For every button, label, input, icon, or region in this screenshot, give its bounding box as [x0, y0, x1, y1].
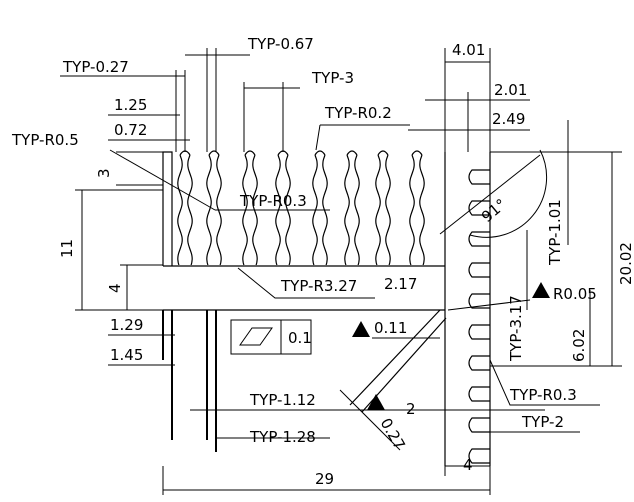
comb-tooth	[468, 169, 490, 185]
label-tolerance-01: 0.1	[288, 329, 312, 347]
fin-left-edge	[206, 154, 212, 266]
comb-tooth	[468, 355, 490, 371]
fin-cap	[244, 150, 256, 156]
dimension-lines	[60, 48, 622, 495]
label-4-bottom: 4	[463, 456, 473, 474]
label-145: 1.45	[110, 346, 143, 364]
comb-teeth	[468, 169, 490, 464]
fin-right-edge	[354, 154, 360, 266]
label-typ-3: TYP-3	[311, 69, 354, 87]
fin-cap	[346, 150, 358, 156]
label-217: 2.17	[384, 275, 417, 293]
label-602: 6.02	[570, 329, 588, 362]
label-typ-128: TYP-1.28	[249, 428, 316, 446]
label-3: 3	[95, 168, 113, 178]
label-401: 4.01	[452, 41, 485, 59]
label-typ-027: TYP-0.27	[62, 58, 129, 76]
comb-tooth	[468, 262, 490, 278]
fin-left-edge	[177, 154, 183, 266]
dimension-labels: TYP-0.67 TYP-0.27 TYP-3 4.01 2.01 TYP-R0…	[11, 35, 634, 488]
comb-tooth	[468, 324, 490, 340]
label-typ-067: TYP-0.67	[247, 35, 314, 53]
fin-right-edge	[385, 154, 391, 266]
comb-tooth	[468, 231, 490, 247]
fin-left-edge	[409, 154, 415, 266]
label-typ-317: TYP-3.17	[507, 295, 525, 362]
flatness-icon	[239, 327, 273, 346]
comb-tooth	[468, 417, 490, 433]
label-typ-r327: TYP-R3.27	[280, 277, 357, 295]
comb-tooth	[468, 448, 490, 464]
comb-tooth	[468, 200, 490, 216]
heatsink-profile	[162, 150, 491, 466]
label-072: 0.72	[114, 121, 147, 139]
label-249: 2.49	[492, 110, 525, 128]
fin-left-edge	[344, 154, 350, 266]
label-2002: 20.02	[617, 242, 634, 285]
triangle-icon	[352, 321, 370, 337]
label-11: 11	[58, 239, 76, 258]
label-2: 2	[406, 400, 416, 418]
fin-right-edge	[419, 154, 425, 266]
comb-tooth	[468, 293, 490, 309]
label-typ-r02: TYP-R0.2	[324, 104, 392, 122]
triangle-icon	[367, 394, 385, 410]
label-129: 1.29	[110, 316, 143, 334]
triangle-icon	[532, 282, 550, 298]
label-29: 29	[315, 470, 334, 488]
fin-cap	[208, 150, 220, 156]
fin-cap	[314, 150, 326, 156]
fin-cap	[411, 150, 423, 156]
label-027-angle: 0.27	[377, 415, 409, 453]
fin-right-edge	[187, 154, 193, 266]
label-011: 0.11	[374, 319, 407, 337]
fin-cap	[377, 150, 389, 156]
label-typ-101: TYP-1.01	[546, 199, 564, 266]
label-typ-2: TYP-2	[521, 413, 564, 431]
label-125: 1.25	[114, 96, 147, 114]
label-typ-r05: TYP-R0.5	[11, 131, 79, 149]
label-r005: R0.05	[553, 285, 597, 303]
label-201: 2.01	[494, 81, 527, 99]
label-typ-r03-a: TYP-R0.3	[239, 192, 307, 210]
label-4-left: 4	[106, 283, 124, 293]
comb-tooth	[468, 386, 490, 402]
datum-triangles	[352, 282, 550, 410]
label-typ-r03-b: TYP-R0.3	[509, 386, 577, 404]
label-typ-112: TYP-1.12	[249, 391, 316, 409]
fin-left-edge	[375, 154, 381, 266]
flatness-frame	[230, 319, 312, 355]
